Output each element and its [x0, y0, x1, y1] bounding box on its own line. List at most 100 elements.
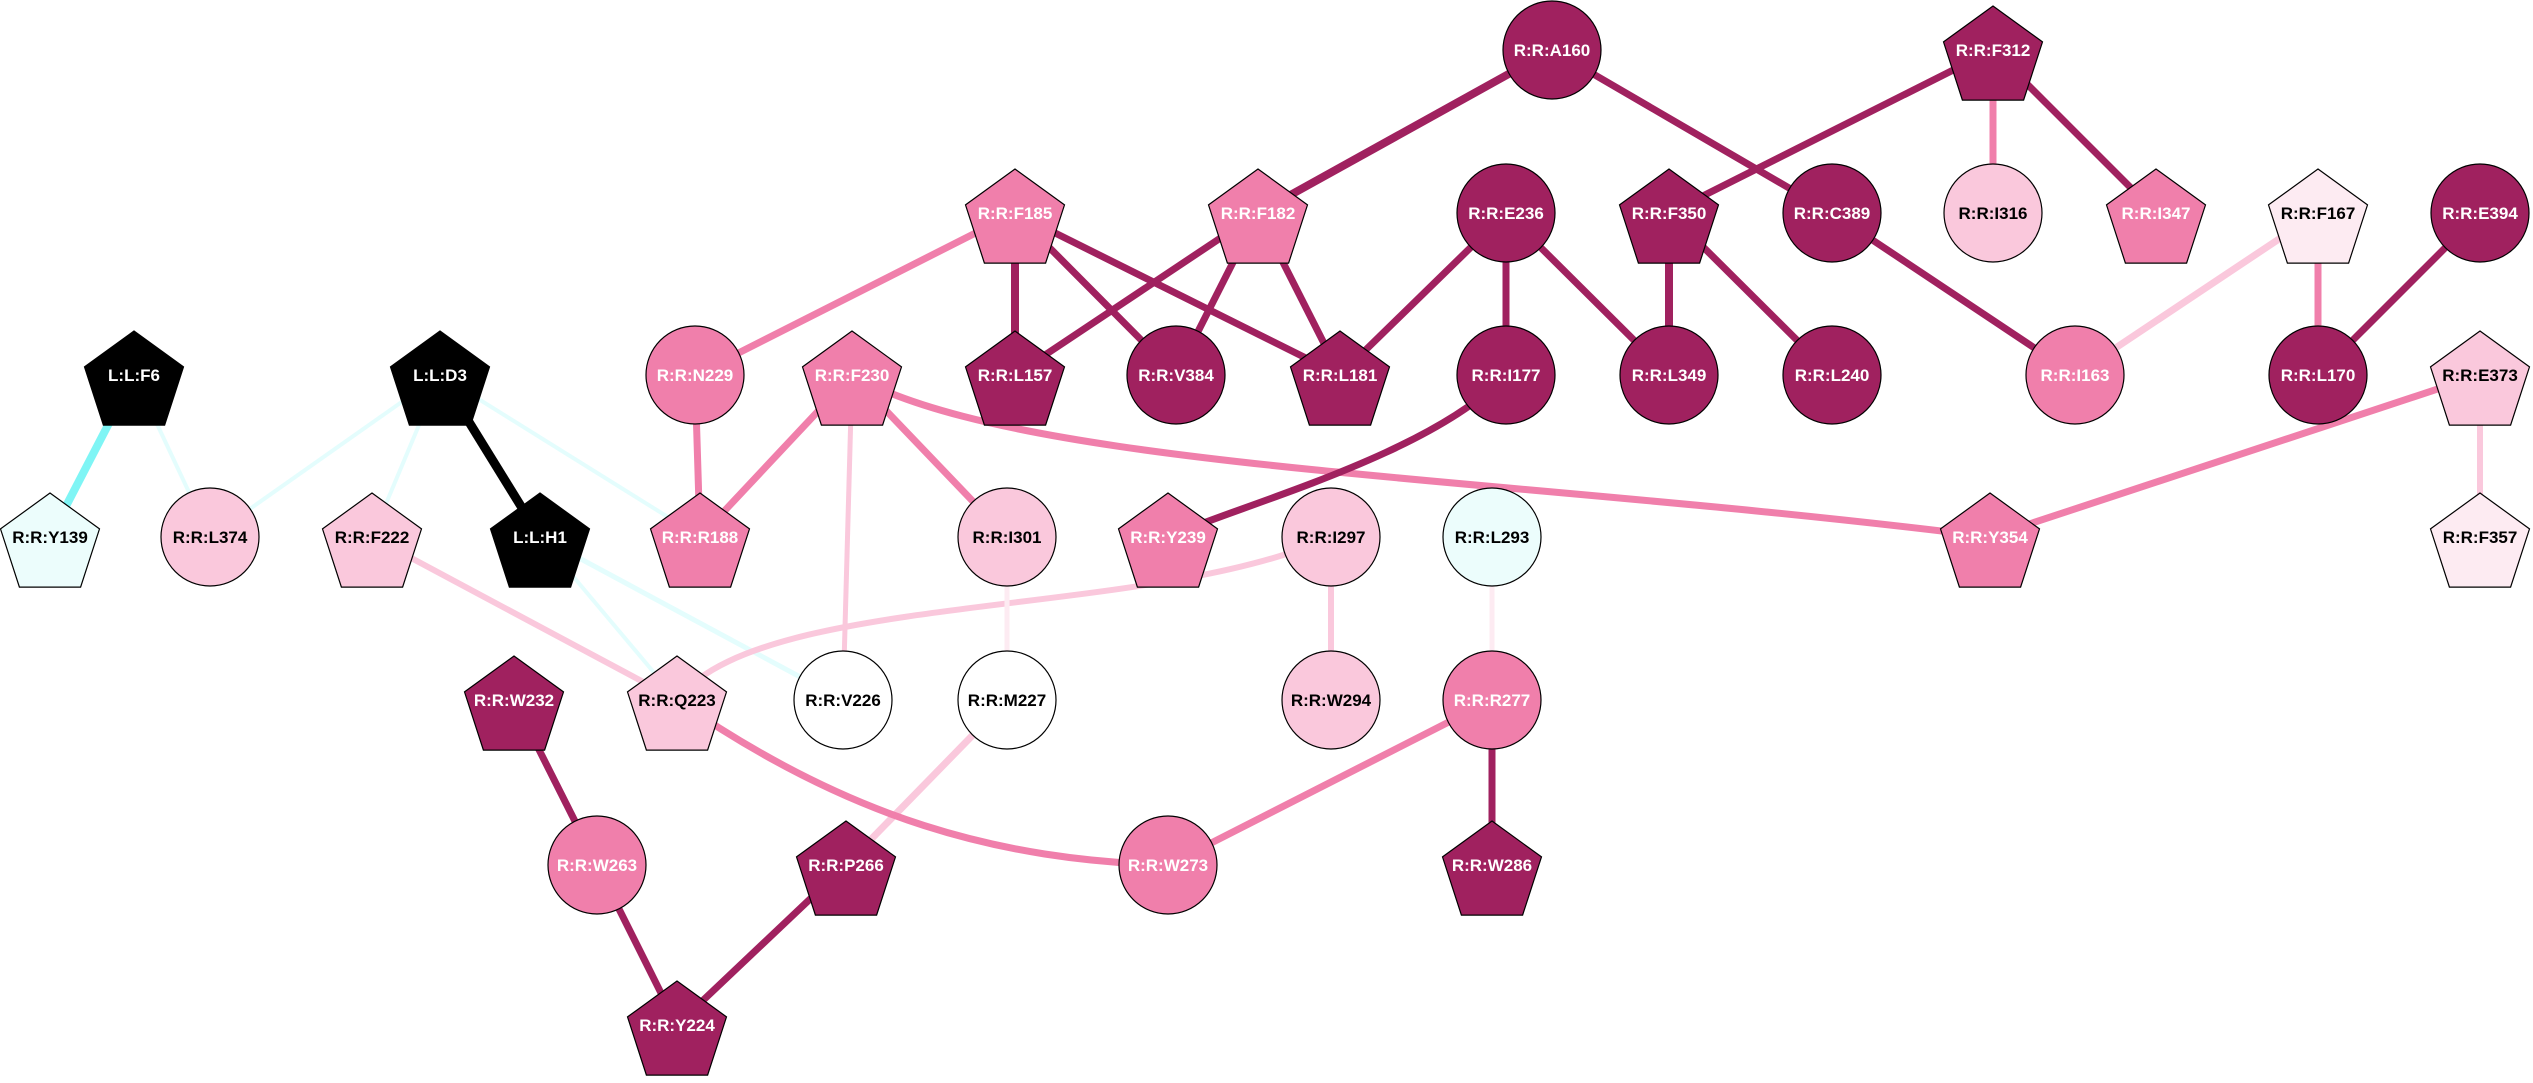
node-label: R:R:I301	[973, 528, 1042, 547]
node-label: R:R:W232	[474, 691, 554, 710]
edge-f182-l157	[1013, 210, 1260, 378]
node-i301[interactable]: R:R:I301	[957, 487, 1057, 587]
node-c389[interactable]: R:R:C389	[1782, 163, 1882, 263]
node-label: R:R:Y224	[639, 1016, 715, 1035]
node-w294[interactable]: R:R:W294	[1281, 650, 1381, 750]
node-f230[interactable]: R:R:F230	[801, 330, 903, 426]
node-i347[interactable]: R:R:I347	[2105, 168, 2207, 264]
node-e394[interactable]: R:R:E394	[2430, 163, 2530, 263]
node-label: R:R:I163	[2041, 366, 2110, 385]
node-i177[interactable]: R:R:I177	[1456, 325, 1556, 425]
node-l240[interactable]: R:R:L240	[1782, 325, 1882, 425]
node-pentagon-shape	[1207, 168, 1309, 264]
node-circle-shape	[957, 487, 1057, 587]
node-w263[interactable]: R:R:W263	[547, 815, 647, 915]
edge-a160-f182	[1256, 46, 1554, 217]
node-circle-shape	[1782, 325, 1882, 425]
node-f350[interactable]: R:R:F350	[1618, 168, 1720, 264]
node-pentagon-shape	[649, 492, 751, 588]
node-circle-shape	[1442, 487, 1542, 587]
node-circle-shape	[1502, 0, 1602, 100]
node-circle-shape	[1943, 163, 2043, 263]
node-circle-shape	[1281, 650, 1381, 750]
node-l181[interactable]: R:R:L181	[1289, 330, 1391, 426]
node-pentagon-shape	[1289, 330, 1391, 426]
edge-a160-c389	[1550, 46, 1834, 217]
node-f312[interactable]: R:R:F312	[1942, 5, 2044, 101]
edge-f185-l181	[1013, 209, 1342, 379]
node-circle-shape	[1456, 325, 1556, 425]
node-label: R:R:L374	[173, 528, 248, 547]
node-label: R:R:F185	[978, 204, 1053, 223]
node-label: R:R:R188	[662, 528, 739, 547]
node-f222[interactable]: R:R:F222	[321, 492, 423, 588]
node-circle-shape	[1126, 325, 1226, 425]
node-m227[interactable]: R:R:M227	[957, 650, 1057, 750]
node-label: L:L:D3	[413, 366, 467, 385]
edge-i297-q223	[674, 534, 1333, 702]
node-l349[interactable]: R:R:L349	[1619, 325, 1719, 425]
node-q223[interactable]: R:R:Q223	[626, 655, 728, 751]
node-f182[interactable]: R:R:F182	[1207, 168, 1309, 264]
node-label: R:R:I177	[1472, 366, 1541, 385]
node-i297[interactable]: R:R:I297	[1281, 487, 1381, 587]
node-l170[interactable]: R:R:L170	[2268, 325, 2368, 425]
node-pentagon-shape	[83, 330, 185, 426]
node-y139[interactable]: R:R:Y139	[0, 492, 101, 588]
node-pentagon-shape	[1939, 492, 2041, 588]
node-n229[interactable]: R:R:N229	[645, 325, 745, 425]
node-circle-shape	[2025, 325, 2125, 425]
node-v226[interactable]: R:R:V226	[793, 650, 893, 750]
node-l157[interactable]: R:R:L157	[964, 330, 1066, 426]
node-e373[interactable]: R:R:E373	[2429, 330, 2531, 426]
node-e236[interactable]: R:R:E236	[1456, 163, 1556, 263]
node-circle-shape	[1619, 325, 1719, 425]
node-label: R:R:R277	[1454, 691, 1531, 710]
node-circle-shape	[160, 487, 260, 587]
node-y224[interactable]: R:R:Y224	[626, 980, 728, 1076]
node-pentagon-shape	[795, 820, 897, 916]
node-pentagon-shape	[2429, 330, 2531, 426]
node-h1[interactable]: L:L:H1	[489, 492, 591, 588]
node-label: R:R:I316	[1959, 204, 2028, 223]
node-circle-shape	[793, 650, 893, 750]
node-label: R:R:N229	[657, 366, 734, 385]
node-circle-shape	[1118, 815, 1218, 915]
node-circle-shape	[645, 325, 745, 425]
node-r188[interactable]: R:R:R188	[649, 492, 751, 588]
node-f6[interactable]: L:L:F6	[83, 330, 185, 426]
node-f167[interactable]: R:R:F167	[2267, 168, 2369, 264]
node-p266[interactable]: R:R:P266	[795, 820, 897, 916]
edge-e373-y354	[1988, 371, 2482, 541]
node-pentagon-shape	[1618, 168, 1720, 264]
node-label: R:R:F222	[335, 528, 410, 547]
node-label: R:R:L170	[2281, 366, 2356, 385]
edge-h1-v226	[538, 534, 845, 703]
node-v384[interactable]: R:R:V384	[1126, 325, 1226, 425]
node-w232[interactable]: R:R:W232	[463, 655, 565, 751]
node-label: R:R:F312	[1956, 41, 2031, 60]
node-w273[interactable]: R:R:W273	[1118, 815, 1218, 915]
node-i163[interactable]: R:R:I163	[2025, 325, 2125, 425]
node-f357[interactable]: R:R:F357	[2429, 492, 2531, 588]
node-label: R:R:I347	[2122, 204, 2191, 223]
node-l374[interactable]: R:R:L374	[160, 487, 260, 587]
node-w286[interactable]: R:R:W286	[1441, 820, 1543, 916]
node-a160[interactable]: R:R:A160	[1502, 0, 1602, 100]
node-d3[interactable]: L:L:D3	[389, 330, 491, 426]
node-r277[interactable]: R:R:R277	[1442, 650, 1542, 750]
node-pentagon-shape	[964, 330, 1066, 426]
node-pentagon-shape	[801, 330, 903, 426]
node-f185[interactable]: R:R:F185	[964, 168, 1066, 264]
node-y239[interactable]: R:R:Y239	[1117, 492, 1219, 588]
node-y354[interactable]: R:R:Y354	[1939, 492, 2041, 588]
node-label: R:R:L240	[1795, 366, 1870, 385]
node-label: R:R:A160	[1514, 41, 1591, 60]
edge-f185-n229	[693, 209, 1017, 379]
node-label: L:L:H1	[513, 528, 567, 547]
node-label: R:R:Q223	[638, 691, 715, 710]
node-l293[interactable]: R:R:L293	[1442, 487, 1542, 587]
node-label: R:R:C389	[1794, 204, 1871, 223]
node-i316[interactable]: R:R:I316	[1943, 163, 2043, 263]
